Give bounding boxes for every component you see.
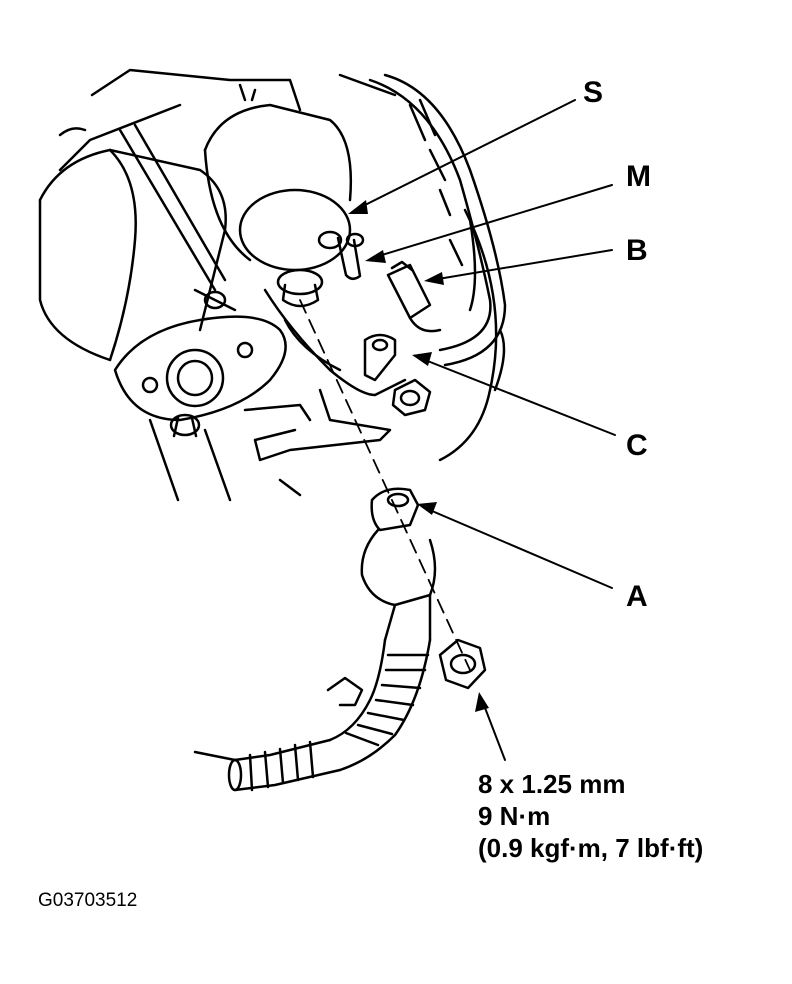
arrowhead-s (348, 200, 368, 214)
leader-b (431, 249, 613, 281)
starter-motor (38, 68, 353, 502)
ground-cable-a (193, 487, 437, 792)
arrowhead-nut (475, 692, 489, 712)
torque-alt-units: (0.9 kgf·m, 7 lbf·ft) (478, 833, 704, 863)
arrowhead-c (412, 352, 432, 366)
bolt-size: 8 x 1.25 mm (478, 769, 626, 799)
callout-b: B (626, 234, 648, 267)
terminal-c-lug (363, 333, 432, 417)
leader-lines (354, 99, 616, 761)
arrowhead-a (417, 502, 437, 515)
arrowhead-b (424, 272, 444, 285)
leader-c (419, 357, 616, 436)
leader-nut (481, 699, 506, 761)
leader-a (424, 507, 613, 589)
arrowheads (348, 200, 489, 712)
callout-a: A (626, 580, 648, 613)
callout-s: S (583, 76, 604, 109)
leader-s (354, 99, 576, 211)
arrowhead-m (365, 250, 386, 263)
ground-nut (438, 638, 487, 690)
torque-nm: 9 N·m (478, 801, 551, 831)
callout-c: C (626, 429, 648, 462)
callout-m: M (626, 160, 651, 193)
figure-code: G03703512 (38, 890, 138, 911)
engine-outline (438, 208, 506, 462)
alignment-line (299, 299, 471, 671)
connector-b (386, 260, 442, 333)
terminal-bracket (243, 288, 407, 462)
torque-spec: 8 x 1.25 mm 9 N·m (0.9 kgf·m, 7 lbf·ft) (478, 768, 703, 864)
solenoid-terminals (276, 230, 365, 308)
leader-m (371, 184, 613, 259)
upper-cable-harness (338, 73, 507, 367)
